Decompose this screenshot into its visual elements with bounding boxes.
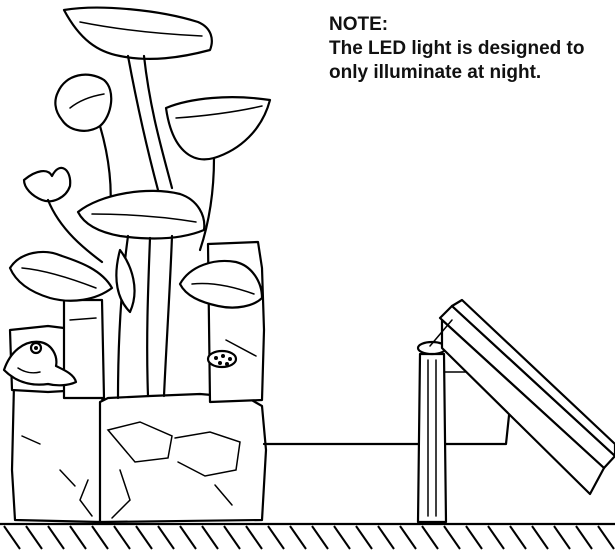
hatch-mark [113, 525, 131, 550]
hatch-mark [553, 525, 571, 550]
flower-bud [22, 166, 72, 203]
hatch-mark [311, 525, 329, 550]
hatch-mark [245, 525, 263, 550]
hatch-mark [575, 525, 593, 550]
hatch-mark [399, 525, 417, 550]
hatch-mark [3, 525, 21, 550]
hatch-mark [135, 525, 153, 550]
hatch-mark [91, 525, 109, 550]
leaf-small-top [54, 73, 113, 132]
note-line-2: only illuminate at night. [329, 62, 542, 83]
base-rock-left [10, 382, 106, 524]
center-column [62, 298, 106, 400]
hatch-mark [157, 525, 175, 550]
note-text-block: NOTE: The LED light is designed to only … [329, 13, 584, 85]
leaf-top [62, 6, 213, 60]
note-line-1: The LED light is designed to [329, 38, 585, 59]
lotus-seed-pod-icon [206, 349, 238, 369]
hatch-mark [487, 525, 505, 550]
hatch-mark [201, 525, 219, 550]
hatch-mark [333, 525, 351, 550]
leaf-middle [76, 189, 206, 240]
ground-hatching [3, 525, 615, 550]
note-heading: NOTE: [329, 14, 389, 35]
hatch-mark [465, 525, 483, 550]
fountain-illustration [2, 6, 272, 524]
hatch-mark [509, 525, 527, 550]
leaf-left-mid [115, 248, 136, 314]
hatch-mark [443, 525, 461, 550]
base-rock-right [98, 392, 268, 524]
solar-panel-icon [429, 298, 615, 496]
hatch-mark [421, 525, 439, 550]
hatch-mark [289, 525, 307, 550]
frog-icon [2, 340, 78, 387]
hatch-mark [355, 525, 373, 550]
hatch-mark [531, 525, 549, 550]
led-post-icon [416, 340, 469, 524]
hatch-mark [47, 525, 65, 550]
hatch-mark [69, 525, 87, 550]
hatch-mark [179, 525, 197, 550]
ground [0, 522, 615, 550]
hatch-mark [267, 525, 285, 550]
hatch-mark [25, 525, 43, 550]
hatch-mark [377, 525, 395, 550]
leaf-right [164, 96, 272, 161]
hatch-mark [597, 525, 615, 550]
hatch-mark [223, 525, 241, 550]
wire [262, 404, 512, 446]
